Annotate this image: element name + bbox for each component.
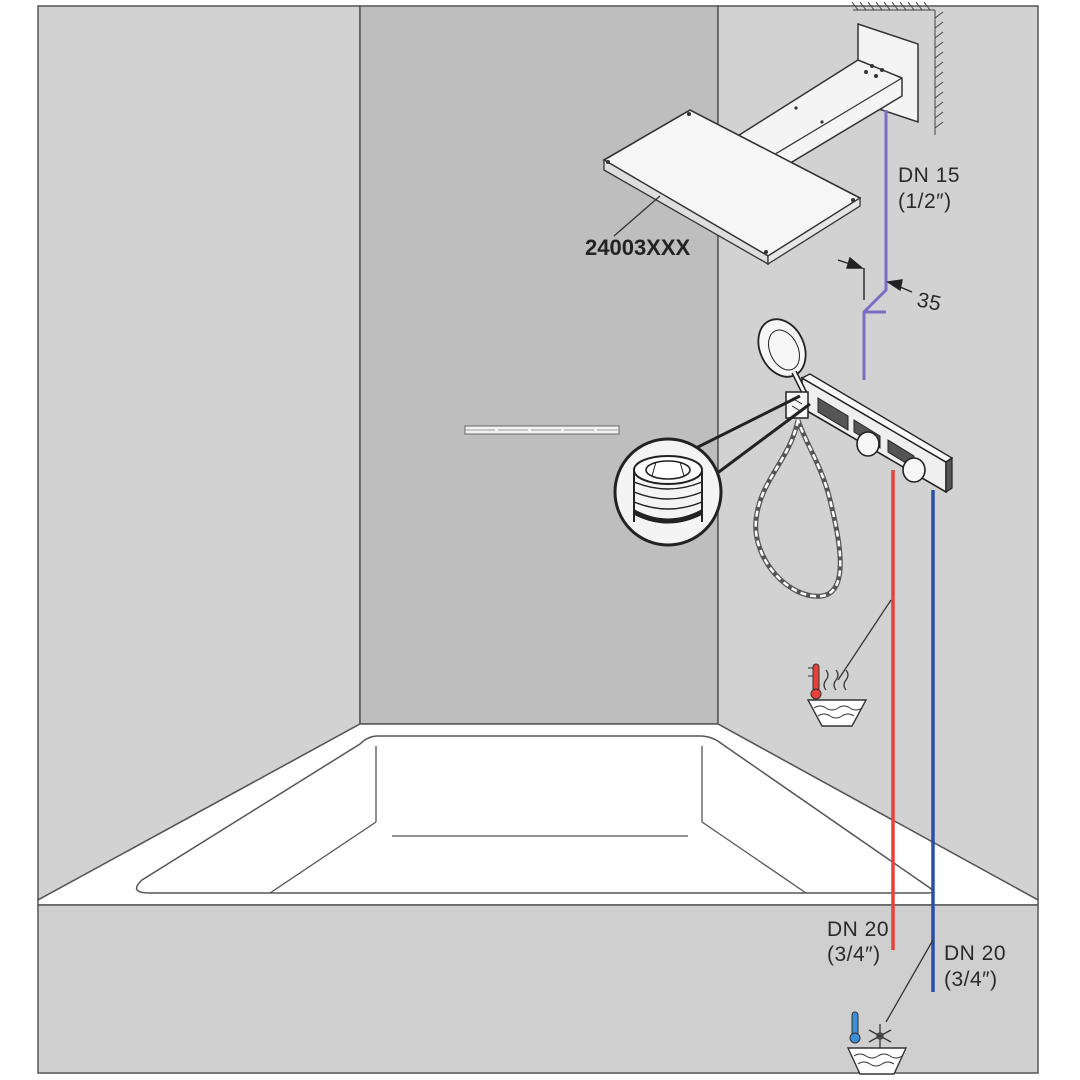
hot-pipe-inch-label: (3/4″) (827, 943, 881, 966)
top-pipe-inch-label: (1/2″) (898, 190, 952, 213)
model-number-label: 24003XXX (585, 235, 691, 260)
cold-pipe-inch-label: (3/4″) (944, 968, 998, 991)
hot-leader-line (837, 599, 892, 681)
cold-pipe-size-label: DN 20 (944, 942, 1006, 965)
thermostat-mixer (800, 373, 954, 494)
thermometer-hot-water-icon (806, 663, 868, 727)
offset-dimension (837, 256, 913, 300)
thermometer-snowflake-cold-water-icon (846, 1011, 908, 1075)
model-leader-line (613, 195, 661, 237)
offset-label: 35 (915, 288, 944, 316)
top-pipe-size-label: DN 15 (898, 164, 960, 187)
overhead-shower (602, 22, 919, 266)
ceiling-wall-hatch (851, 1, 944, 135)
shelf-outline (464, 425, 620, 435)
hot-pipe-size-label: DN 20 (827, 918, 889, 941)
bathtub-apron (37, 904, 1039, 1074)
flow-valve-knob (856, 431, 880, 457)
hot-water-pipe (837, 470, 895, 950)
cold-water-pipe (885, 490, 935, 1023)
thread-connector-detail-icon (613, 394, 811, 547)
bathtub-basin (135, 735, 934, 894)
shower-supply-pipe (862, 110, 888, 380)
temperature-knob (902, 457, 926, 483)
center-wall (359, 5, 719, 725)
bathtub (37, 723, 1039, 1074)
cold-leader-line (885, 939, 934, 1023)
bathtub-inner-lines (269, 746, 807, 894)
